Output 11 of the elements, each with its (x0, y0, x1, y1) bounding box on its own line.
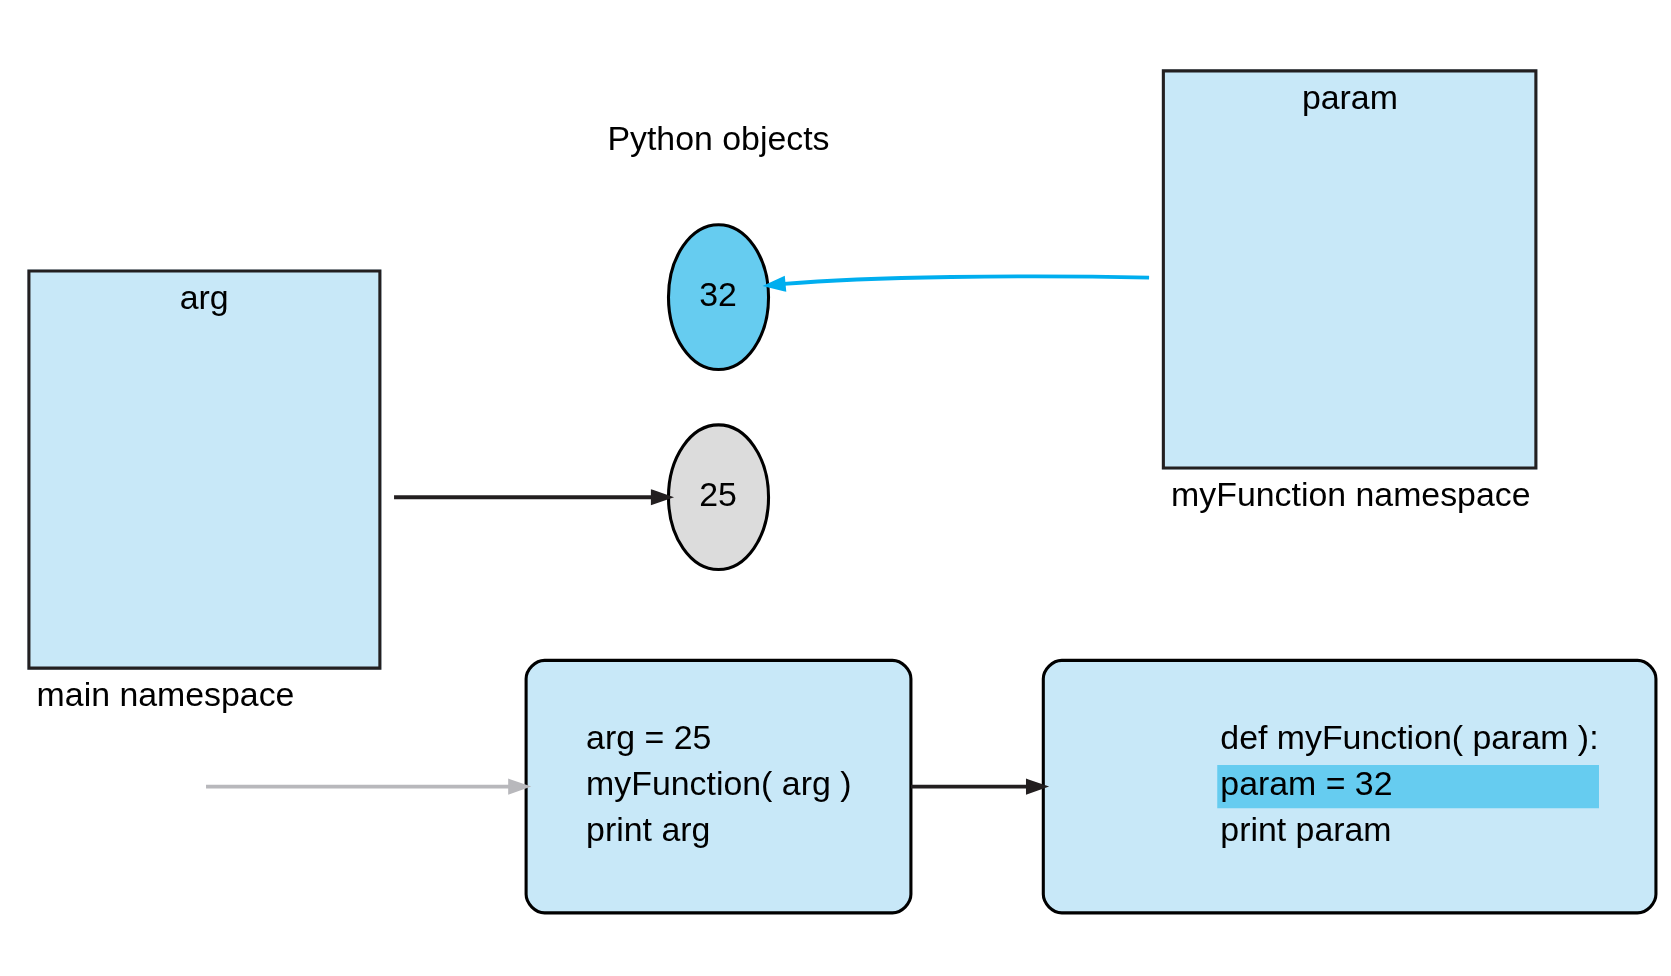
node-box: def myFunction( param ): param = 32 print param (1041, 658, 1658, 915)
arrow (911, 778, 1050, 795)
node-ellipse: 32 (666, 223, 771, 372)
arrow (762, 274, 1150, 292)
node-label: main namespace (36, 674, 295, 713)
arrow (206, 778, 532, 795)
node-box: arg = 25 myFunction( arg ) print arg (524, 658, 913, 915)
label: Python objects (607, 119, 830, 158)
node-label: myFunction namespace (1171, 474, 1531, 513)
node-ellipse: 25 (666, 423, 771, 572)
arrow (394, 489, 675, 506)
